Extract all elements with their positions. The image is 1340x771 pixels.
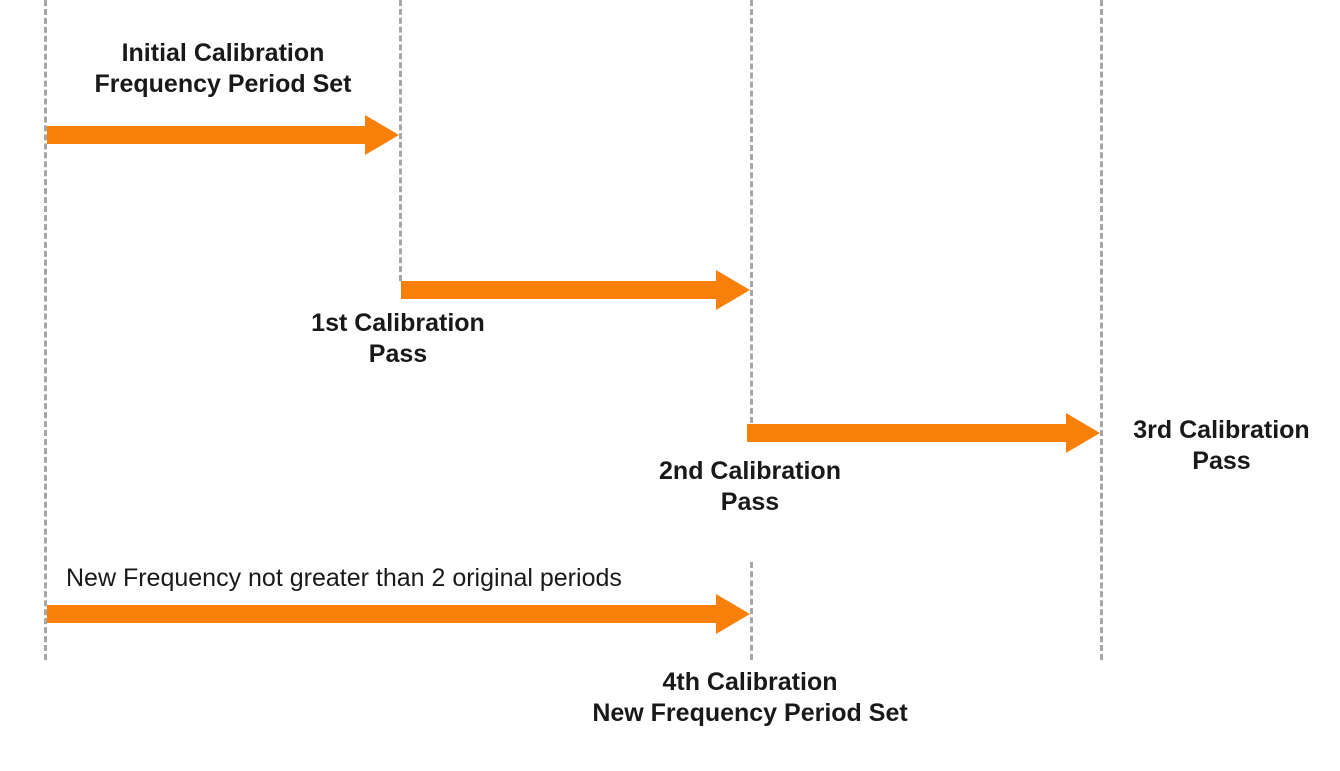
second-calibration-arrow bbox=[747, 412, 1100, 454]
timeline-tick-line bbox=[1100, 0, 1103, 660]
timeline-tick-line bbox=[750, 0, 753, 432]
timeline-tick-line bbox=[750, 562, 753, 660]
initial-calibration-arrow bbox=[47, 114, 399, 156]
initial-calibration-label: Initial Calibration Frequency Period Set bbox=[94, 39, 352, 98]
fourth-calibration-label: 4th Calibration New Frequency Period Set bbox=[592, 668, 908, 727]
timeline-tick-line bbox=[399, 0, 402, 281]
timeline-tick-line bbox=[44, 0, 47, 660]
first-calibration-arrow bbox=[401, 269, 750, 311]
new-frequency-constraint-label: New Frequency not greater than 2 origina… bbox=[66, 564, 622, 592]
third-calibration-pass-label: 3rd Calibration Pass bbox=[1133, 416, 1310, 475]
fourth-calibration-arrow bbox=[47, 593, 750, 635]
first-calibration-pass-label: 1st Calibration Pass bbox=[311, 309, 485, 368]
second-calibration-pass-label: 2nd Calibration Pass bbox=[659, 457, 841, 516]
